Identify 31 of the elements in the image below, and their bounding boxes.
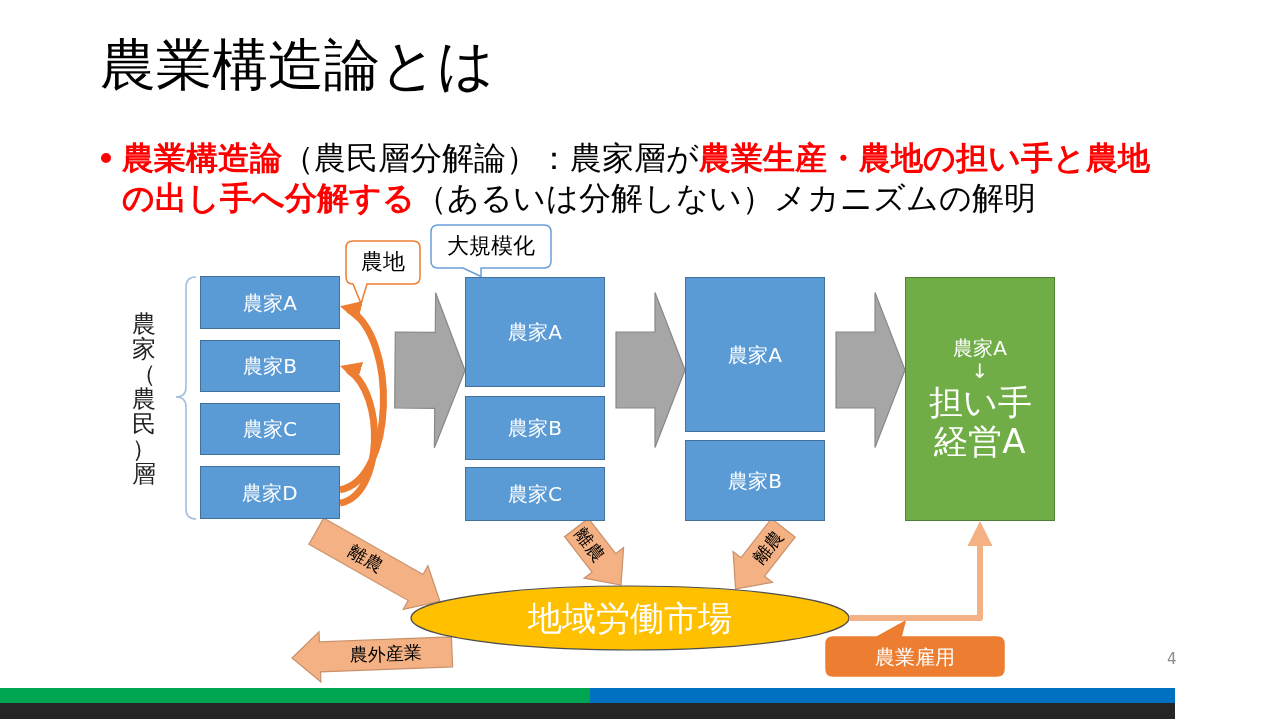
farm-name: 農家A [953, 336, 1007, 360]
farm-household-box: 農家B [200, 340, 340, 392]
farm-household-box: 農家C [200, 403, 340, 455]
speech-bubble: 農地 [345, 240, 421, 304]
edge-label: 離農 [749, 527, 787, 568]
arrow-symbol: ↓ [971, 359, 989, 383]
edge-label: 離農 [571, 524, 609, 566]
arrow [850, 521, 993, 621]
block-arrow [615, 291, 686, 449]
farm-household-box: 農家A [200, 276, 340, 329]
slide-title: 農業構造論とは [100, 32, 494, 98]
definition-text: 農業構造論（農民層分解論）：農家層が農業生産・農地の担い手と農地の出し手へ分解する（あるいは分解しない）メカニズムの解明 [122, 138, 1151, 218]
farm-management-box [905, 277, 1055, 521]
curved-arrow [338, 303, 387, 494]
block-arrow [291, 630, 454, 684]
page-number: 4 [1167, 650, 1177, 668]
speech-bubble: 大規模化 [430, 224, 552, 277]
management-name: 担い手経営A [927, 382, 1033, 462]
callout-box: 農業雇用 [825, 621, 1005, 677]
farm-household-box: 農家C [465, 467, 605, 521]
farm-household-box: 農家B [685, 440, 825, 521]
farm-household-box: 農家B [465, 396, 605, 460]
farm-household-box: 農家D [200, 466, 340, 519]
curved-arrow [338, 362, 378, 507]
block-arrow [394, 292, 466, 449]
edge-label: 離農 [345, 541, 387, 577]
farm-household-box: 農家A [685, 277, 825, 432]
block-arrow [308, 517, 441, 611]
farm-household-box: 農家A [465, 277, 605, 387]
group-label: 農家（農民）層 [131, 312, 157, 487]
block-arrow [835, 291, 906, 449]
